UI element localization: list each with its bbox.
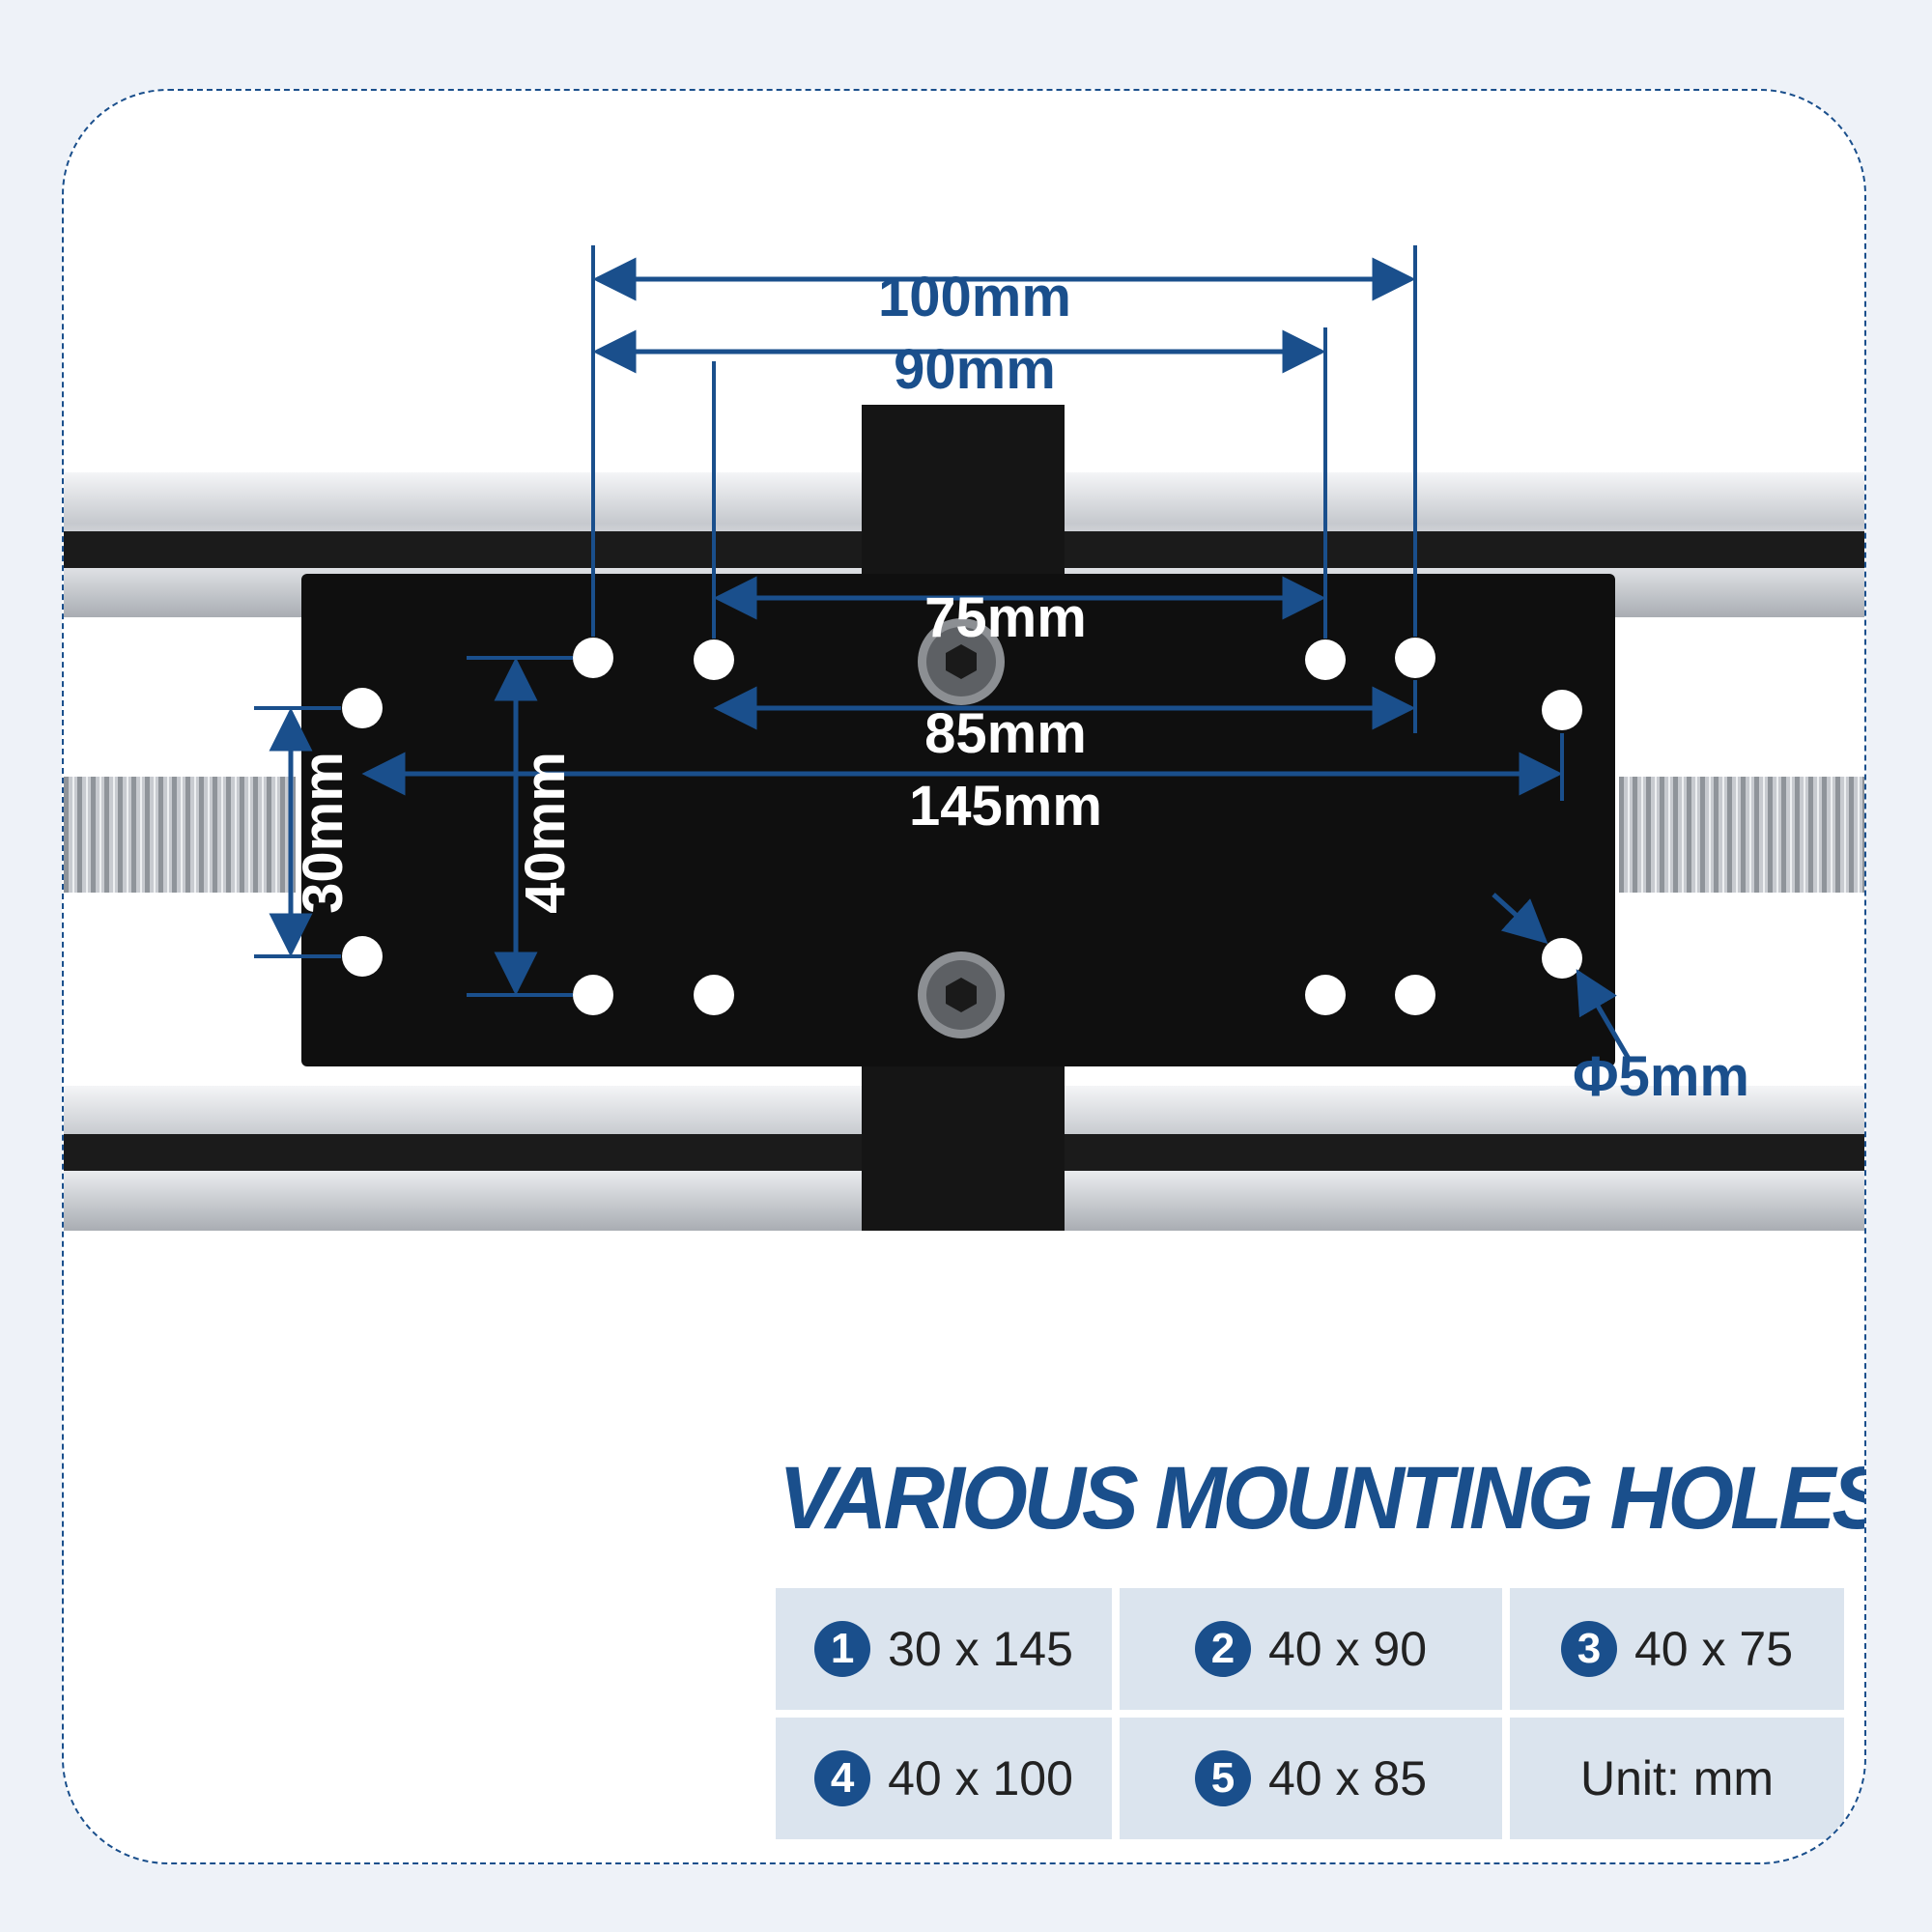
- spec-cell-5: 5 40 x 85: [1120, 1718, 1502, 1839]
- spec-value: 30 x 145: [888, 1622, 1073, 1676]
- spec-cell-1: 1 30 x 145: [776, 1588, 1112, 1710]
- spec-value: 40 x 85: [1267, 1751, 1427, 1805]
- dimension-label-145: 145mm: [909, 775, 1102, 838]
- number-badge-icon: 2: [1194, 1621, 1251, 1677]
- bottom-clamp-block: [862, 1047, 1065, 1231]
- spec-value: 40 x 75: [1634, 1622, 1793, 1676]
- hex-socket-screw-icon: [918, 618, 1005, 705]
- spec-table: 1 30 x 145 2 40 x 90 3 40 x 75 4 40 x 10…: [776, 1588, 1844, 1839]
- dimension-label-100: 100mm: [878, 266, 1071, 328]
- dimension-label-30: 30mm: [292, 752, 355, 914]
- hex-socket-screw-icon: [918, 952, 1005, 1038]
- hole: [1305, 975, 1346, 1015]
- number-badge-icon: 4: [814, 1750, 871, 1806]
- hole: [573, 638, 613, 678]
- dimension-label-75: 75mm: [924, 586, 1087, 649]
- hole: [1395, 975, 1435, 1015]
- hole: [1305, 639, 1346, 680]
- hole: [1395, 638, 1435, 678]
- hole: [1542, 938, 1582, 979]
- top-clamp-block: [862, 405, 1065, 579]
- mounting-plate-diagram: 100mm 90mm 75mm 85mm 145mm 30mm 40mm Φ5m…: [64, 245, 1864, 1231]
- unit-note-cell: Unit: mm: [1510, 1718, 1844, 1839]
- threaded-rod-left: [64, 777, 296, 893]
- threaded-rod-right: [1619, 777, 1864, 893]
- hole: [342, 688, 383, 728]
- dimension-label-90: 90mm: [894, 338, 1056, 401]
- dimension-label-85: 85mm: [924, 702, 1087, 765]
- diameter-leader: [1576, 969, 1632, 1061]
- hole: [1542, 690, 1582, 730]
- hole: [694, 639, 734, 680]
- diameter-leader: [1492, 893, 1548, 945]
- product-card: 100mm 90mm 75mm 85mm 145mm 30mm 40mm Φ5m…: [62, 89, 1866, 1864]
- diameter-label: Φ5mm: [1573, 1045, 1749, 1108]
- mounting-holes: [342, 638, 1582, 1015]
- spec-value: 40 x 100: [888, 1751, 1073, 1805]
- spec-cell-3: 3 40 x 75: [1510, 1588, 1844, 1710]
- number-badge-icon: 3: [1560, 1621, 1617, 1677]
- dimension-label-40: 40mm: [514, 752, 577, 914]
- hole: [342, 936, 383, 977]
- headline: VARIOUS MOUNTING HOLES: [779, 1449, 1866, 1548]
- hole: [573, 975, 613, 1015]
- spec-cell-2: 2 40 x 90: [1120, 1588, 1502, 1710]
- unit-note: Unit: mm: [1580, 1751, 1774, 1805]
- number-badge-icon: 1: [814, 1621, 871, 1677]
- hole: [694, 975, 734, 1015]
- spec-cell-4: 4 40 x 100: [776, 1718, 1112, 1839]
- spec-value: 40 x 90: [1267, 1622, 1427, 1676]
- number-badge-icon: 5: [1194, 1750, 1251, 1806]
